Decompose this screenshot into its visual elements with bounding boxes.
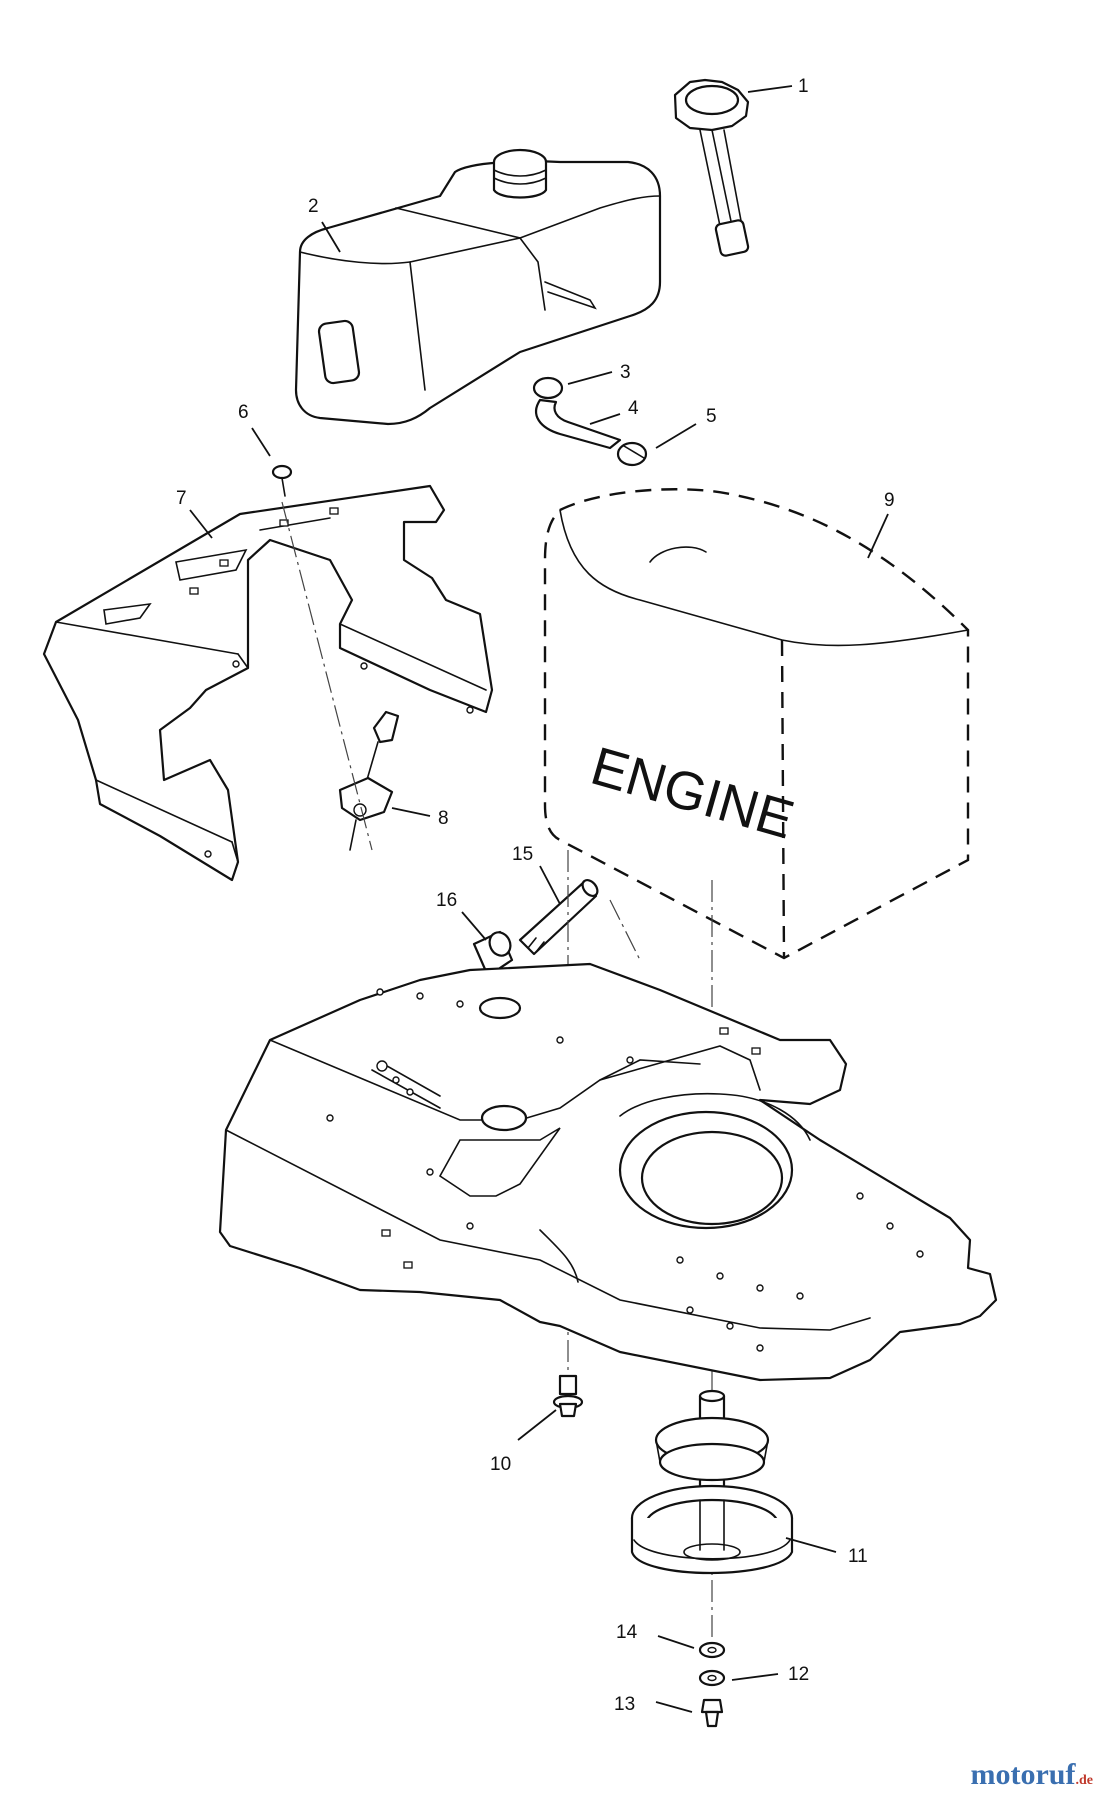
pin-15 — [518, 879, 599, 956]
callout-9: 9 — [884, 490, 895, 511]
throttle-lever — [338, 710, 400, 851]
callout-12: 12 — [788, 1664, 809, 1685]
callout-4: 4 — [628, 398, 639, 419]
dash-bracket — [42, 484, 494, 882]
washer-14 — [698, 1641, 726, 1659]
callout-8: 8 — [438, 808, 449, 829]
callout-10: 10 — [490, 1454, 511, 1475]
callout-1: 1 — [798, 76, 809, 97]
bushing-16 — [472, 930, 514, 978]
callout-13: 13 — [614, 1694, 635, 1715]
callout-7: 7 — [176, 488, 187, 509]
watermark-logo: motoruf.de — [971, 1758, 1093, 1792]
callout-11: 11 — [848, 1546, 868, 1567]
frame-deck — [218, 962, 998, 1382]
leader-lines — [189, 85, 889, 1713]
callout-15: 15 — [512, 844, 533, 865]
callout-2: 2 — [308, 196, 319, 217]
engine-label: ENGINE — [585, 736, 801, 851]
bolt-10 — [552, 1374, 584, 1418]
watermark-tld: .de — [1075, 1773, 1094, 1788]
callout-5: 5 — [706, 406, 717, 427]
callout-3: 3 — [620, 362, 631, 383]
callout-6: 6 — [238, 402, 249, 423]
fuel-tank — [294, 148, 662, 426]
watermark-main: motoruf — [970, 1758, 1076, 1791]
washer-12 — [698, 1669, 726, 1687]
callout-labels: 1 2 3 4 5 6 7 8 9 10 11 12 13 14 15 16 — [176, 76, 895, 1715]
fuel-line-clamps — [532, 376, 648, 467]
callout-14: 14 — [616, 1622, 638, 1643]
fuel-cap-gauge — [673, 78, 750, 257]
screw-6 — [271, 464, 293, 497]
callout-16: 16 — [436, 890, 457, 911]
pulley-assembly — [630, 1389, 794, 1575]
bolt-13 — [700, 1698, 724, 1728]
engine-outline: ENGINE — [543, 488, 970, 960]
